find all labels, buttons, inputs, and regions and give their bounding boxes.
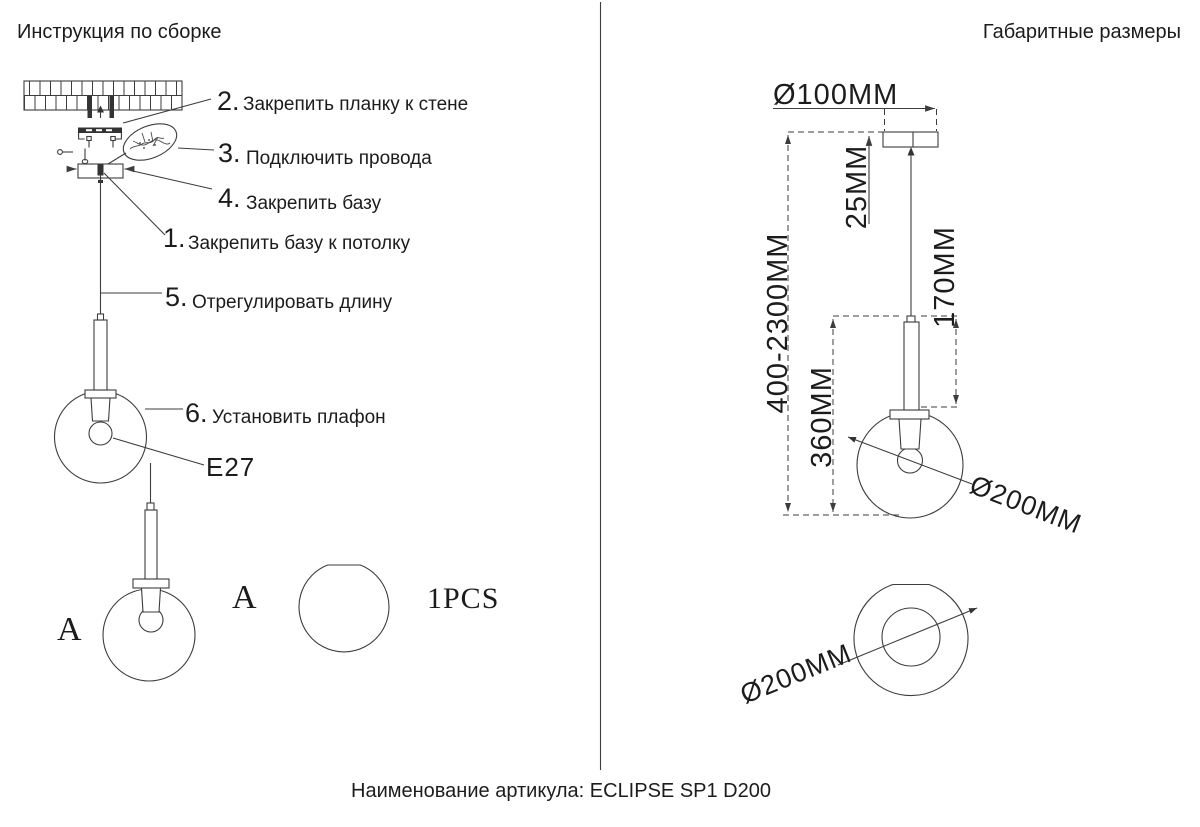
socket <box>140 587 162 613</box>
assembly-title: Инструкция по сборке <box>17 21 222 43</box>
canopy-height-label: 25MM <box>841 145 873 230</box>
wall-drawing <box>23 80 183 118</box>
plank-screw <box>86 135 92 142</box>
plank-screw <box>110 135 116 142</box>
canopy-diameter-label: Ø100MM <box>773 79 898 111</box>
base-screw <box>97 164 104 176</box>
canopy-drawing: Ø100MM <box>773 79 939 148</box>
article-caption: Наименование артикула: ECLIPSE SP1 D200 <box>351 780 771 802</box>
body-height-dimension: 170MM <box>921 226 961 408</box>
canopy-height-dimension: 25MM <box>841 136 873 229</box>
quantity-label: 1PCS <box>427 582 499 615</box>
assembly-steps: 2. Закрепить планку к стене 3. Подключит… <box>163 86 468 428</box>
step-label: Отрегулировать длину <box>192 292 393 313</box>
shade-diameter-side-label: Ø200MM <box>966 470 1086 540</box>
rod <box>144 509 158 580</box>
cord-drawing <box>907 147 915 316</box>
shade-flange <box>132 578 170 589</box>
step-number: 6. <box>185 398 208 428</box>
total-height-label: 360MM <box>806 366 838 468</box>
bulb <box>88 421 113 446</box>
mounting-plank-drawing <box>78 127 122 148</box>
wall-anchor <box>87 96 92 118</box>
shade-opening <box>881 607 941 667</box>
socket <box>90 397 111 422</box>
detail-marker-a: A <box>57 611 82 648</box>
assembly-panel: Инструкция по сборке <box>17 21 499 682</box>
spare-shade-drawing <box>298 564 390 653</box>
step-number: 2. <box>217 86 240 116</box>
step-label: Подключить провода <box>246 148 432 169</box>
body-height-label: 170MM <box>929 226 961 328</box>
rod <box>93 319 108 391</box>
step-number: 3. <box>218 138 241 168</box>
socket <box>898 418 922 450</box>
step-label: Закрепить базу <box>246 193 382 214</box>
suspension-range-dimension: 400-2300MM <box>762 131 883 512</box>
screws-drawing <box>57 148 89 165</box>
step-label: Закрепить планку к стене <box>243 94 468 115</box>
suspension-range-label: 400-2300MM <box>762 233 794 414</box>
step-label: Закрепить базу к потолку <box>188 233 411 254</box>
up-arrow-icon <box>97 105 104 113</box>
leader-lines <box>101 98 215 466</box>
step-number: 5. <box>165 282 188 312</box>
shade-diameter-top-label: Ø200MM <box>736 638 856 710</box>
shade-flange <box>84 389 117 399</box>
wall-anchor <box>109 96 114 118</box>
rod <box>903 321 920 411</box>
step-number: 1. <box>163 223 186 253</box>
pendant-lamp-drawing <box>53 178 148 484</box>
step-number: 4. <box>218 183 241 213</box>
dimensions-title: Габаритные размеры <box>983 21 1181 43</box>
shade-outline <box>853 583 969 697</box>
socket-type-label: E27 <box>206 452 255 482</box>
lamp-side-view-drawing: Ø200MM <box>847 315 1086 540</box>
dimensions-panel: Габаритные размеры Ø100MM 25MM 400-2300M… <box>736 21 1181 710</box>
pendant-detail-drawing <box>102 463 196 682</box>
total-height-dimension: 360MM <box>783 315 903 516</box>
lamp-top-view-drawing: Ø200MM <box>736 583 978 710</box>
wiring-detail-drawing <box>107 123 178 165</box>
detail-marker-a: A <box>232 579 257 616</box>
step-label: Установить плафон <box>212 407 386 428</box>
shade-flange <box>889 409 930 420</box>
